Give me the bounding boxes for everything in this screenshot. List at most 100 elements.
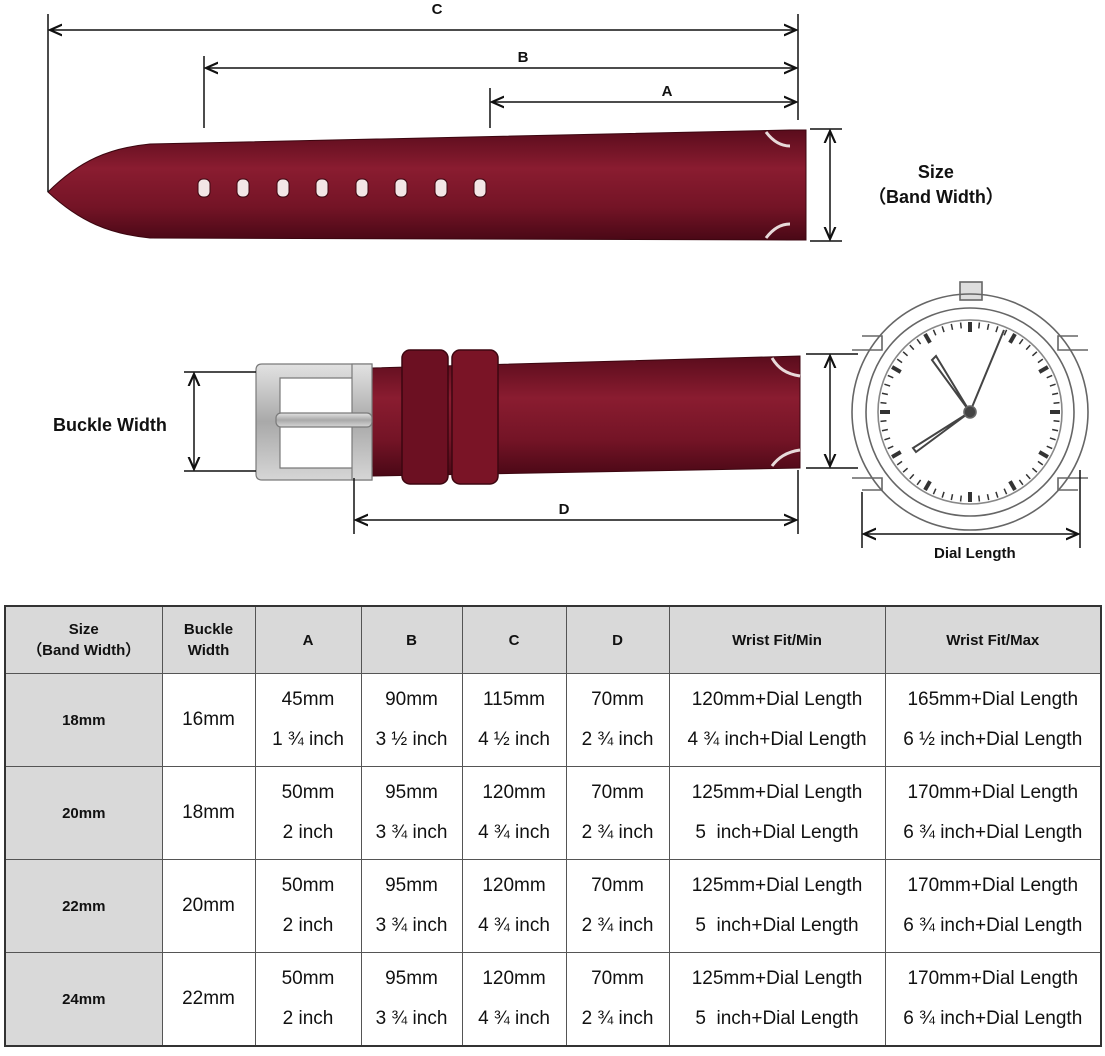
cell-imperial: 2 inch [282,915,334,936]
cell-c: 120mm 4 ¾ inch [461,859,567,953]
dimension-a: A [489,83,796,128]
cell-imperial: 2 inch [282,1008,334,1029]
cell-imperial: 6 ¾ inch+Dial Length [903,822,1083,843]
cell-d: 70mm 2 ¾ inch [565,766,670,860]
cell-metric: 50mm [281,782,335,803]
buckle [255,363,373,481]
cell-metric: 120mm [482,968,546,989]
cell-wrist-fit-max: 170mm+Dial Length 6 ¾ inch+Dial Length [884,766,1102,860]
cell-size: 22mm [4,859,163,953]
cell-imperial: 5 inch+Dial Length [695,915,859,936]
header-a: A [254,605,362,674]
cell-metric: 70mm [591,782,644,803]
label-c: C [432,1,443,18]
cell-metric: 90mm [385,689,438,710]
cell-imperial: 3 ¾ inch [375,1008,448,1029]
cell-buckle-width: 18mm [161,766,256,860]
header-wrist-fit-min: Wrist Fit/Min [668,605,886,674]
cell-imperial: 4 ¾ inch [478,822,550,843]
cell-metric: 170mm+Dial Length [907,782,1079,803]
cell-metric: 120mm [482,782,546,803]
cell-wrist-fit-min: 120mm+Dial Length 4 ¾ inch+Dial Length [668,673,886,767]
hour-hand [930,354,971,413]
keeper-loop-1 [401,349,449,485]
cell-imperial: 2 inch [282,822,334,843]
dimension-band-width [810,128,842,242]
cell-imperial: 2 ¾ inch [581,822,654,843]
buckle-strap [255,349,801,485]
cell-a: 50mm 2 inch [254,952,362,1047]
watch [851,281,1089,531]
cell-b: 95mm 3 ¾ inch [360,952,463,1047]
second-hand [969,329,1005,413]
cell-metric: 70mm [591,875,644,896]
header-c: C [461,605,567,674]
cell-metric: 125mm+Dial Length [691,968,863,989]
strap-holes [197,178,487,198]
cell-imperial: 2 ¾ inch [581,729,654,750]
label-d: D [559,501,570,518]
cell-buckle-width: 20mm [161,859,256,953]
cell-metric: 165mm+Dial Length [907,689,1079,710]
cell-imperial: 6 ½ inch+Dial Length [903,729,1083,750]
cell-d: 70mm 2 ¾ inch [565,673,670,767]
cell-metric: 70mm [591,968,644,989]
label-b: B [518,49,529,66]
cell-imperial: 3 ½ inch [375,729,448,750]
cell-metric: 50mm [281,968,335,989]
dimension-band-width-lower [806,353,858,469]
cell-metric: 120mm+Dial Length [691,689,863,710]
band-width-label: Size （Band Width） [868,162,1004,209]
cell-buckle-width: 22mm [161,952,256,1047]
cell-imperial: 6 ¾ inch+Dial Length [903,1008,1083,1029]
cell-metric: 170mm+Dial Length [907,875,1079,896]
long-strap [47,129,807,241]
cell-metric: 95mm [385,875,438,896]
cell-metric: 170mm+Dial Length [907,968,1079,989]
dimension-d: D [353,470,799,534]
dimension-c: C [47,1,799,192]
cell-wrist-fit-max: 170mm+Dial Length 6 ¾ inch+Dial Length [884,952,1102,1047]
cell-imperial: 4 ¾ inch+Dial Length [687,729,867,750]
band-width-label-line2: （Band Width） [868,187,1004,207]
cell-size: 18mm [4,673,163,767]
header-size: Size（Band Width） [4,605,163,674]
header-b: B [360,605,463,674]
cell-size: 20mm [4,766,163,860]
cell-imperial: 4 ¾ inch [478,915,550,936]
cell-imperial: 4 ¾ inch [478,1008,550,1029]
cell-wrist-fit-min: 125mm+Dial Length 5 inch+Dial Length [668,859,886,953]
cell-imperial: 1 ¾ inch [272,729,344,750]
buckle-prong [275,412,373,428]
cell-metric: 95mm [385,968,438,989]
cell-imperial: 3 ¾ inch [375,915,448,936]
cell-metric: 120mm [482,875,546,896]
cell-metric: 70mm [591,689,644,710]
band-width-label-line1: Size [917,162,954,182]
cell-wrist-fit-min: 125mm+Dial Length 5 inch+Dial Length [668,952,886,1047]
cell-a: 50mm 2 inch [254,766,362,860]
buckle-width-label: Buckle Width [53,415,167,435]
cell-metric: 125mm+Dial Length [691,875,863,896]
strap-measurement-diagram: C B A D [47,1,1089,548]
crown [959,281,983,301]
cell-d: 70mm 2 ¾ inch [565,859,670,953]
header-d: D [565,605,670,674]
keeper-loop-2 [451,349,499,485]
cell-imperial: 3 ¾ inch [375,822,448,843]
cell-imperial: 6 ¾ inch+Dial Length [903,915,1083,936]
cell-imperial: 2 ¾ inch [581,915,654,936]
cell-imperial: 5 inch+Dial Length [695,1008,859,1029]
cell-b: 95mm 3 ¾ inch [360,859,463,953]
